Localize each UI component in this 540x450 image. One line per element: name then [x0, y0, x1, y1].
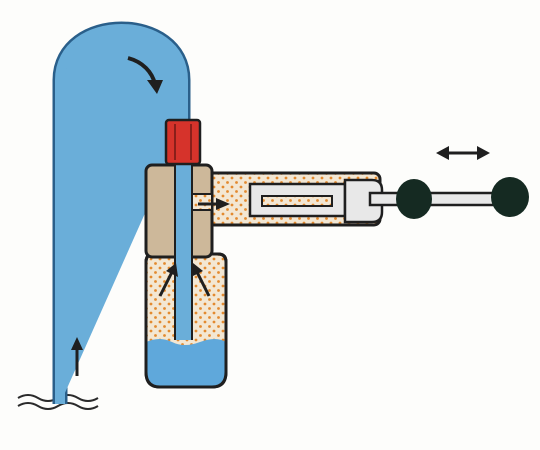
cylinder-cap [343, 178, 384, 224]
plunger-slot [261, 195, 333, 207]
flow-arrow-icons [158, 198, 230, 297]
curved-flow-arrow-icon [127, 56, 163, 94]
intake-tube [55, 24, 188, 404]
bottle-liquid [146, 339, 226, 387]
up-arrow-icon [71, 337, 83, 376]
housing-tube-channel [175, 150, 192, 340]
pump-handle[interactable] [491, 177, 529, 217]
cylinder-grip[interactable] [396, 179, 432, 219]
double-arrow-icon [436, 146, 490, 160]
pump-cylinder [206, 171, 384, 227]
housing-side-port [191, 193, 213, 211]
pump-rod [368, 191, 510, 207]
red-fitting [164, 118, 202, 166]
valve-housing [144, 150, 214, 340]
